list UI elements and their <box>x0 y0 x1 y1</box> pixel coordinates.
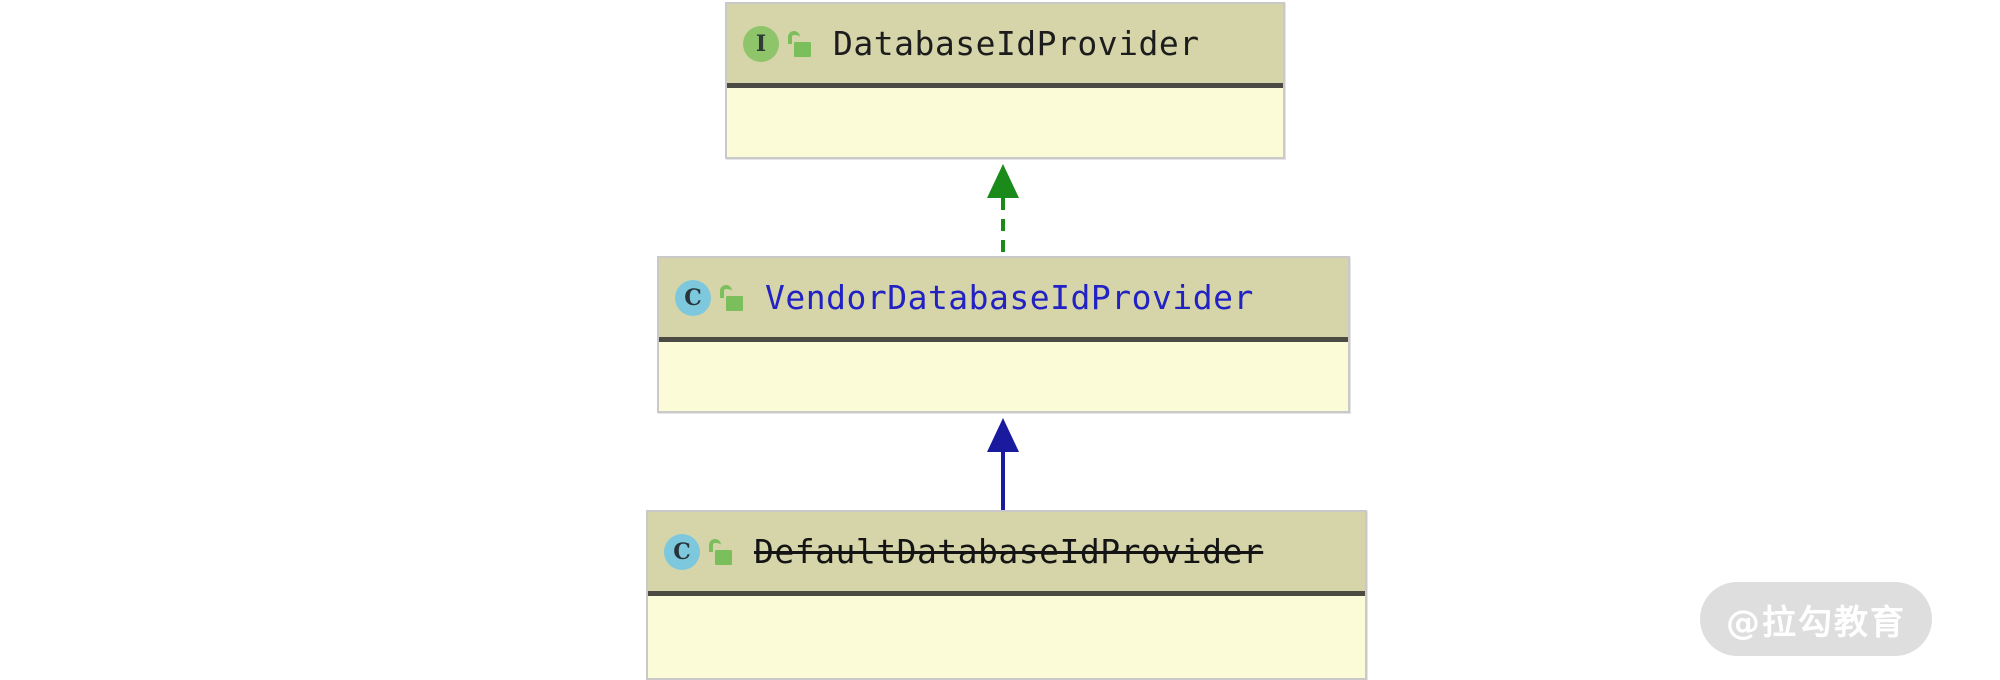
uml-members-compartment-database-id-provider <box>727 88 1283 152</box>
uml-members-compartment-default-database-id-provider <box>648 596 1365 673</box>
interface-badge-icon: I <box>743 25 779 62</box>
class-badge-icon: C <box>664 533 700 570</box>
unlocked-padlock-icon <box>785 30 811 58</box>
unlocked-padlock-icon <box>706 538 732 566</box>
uml-class-box-default-database-id-provider[interactable]: C DefaultDatabaseIdProvider <box>646 510 1367 680</box>
uml-members-compartment-vendor-database-id-provider <box>659 342 1348 406</box>
uml-class-box-vendor-database-id-provider[interactable]: C VendorDatabaseIdProvider <box>657 256 1350 413</box>
unlocked-padlock-icon <box>717 284 743 312</box>
watermark: @拉勾教育 <box>1700 582 1932 656</box>
class-badge-icon: C <box>675 279 711 316</box>
class-name-database-id-provider: DatabaseIdProvider <box>833 24 1200 63</box>
edge-realization-vendor-implements-interface <box>987 164 1019 256</box>
uml-header-vendor-database-id-provider: C VendorDatabaseIdProvider <box>659 258 1348 342</box>
uml-header-database-id-provider: I DatabaseIdProvider <box>727 4 1283 88</box>
class-name-default-database-id-provider: DefaultDatabaseIdProvider <box>754 532 1264 571</box>
uml-header-default-database-id-provider: C DefaultDatabaseIdProvider <box>648 512 1365 596</box>
edge-generalization-default-extends-vendor <box>987 418 1019 510</box>
uml-class-box-database-id-provider[interactable]: I DatabaseIdProvider <box>725 2 1285 159</box>
class-name-vendor-database-id-provider: VendorDatabaseIdProvider <box>765 278 1254 317</box>
